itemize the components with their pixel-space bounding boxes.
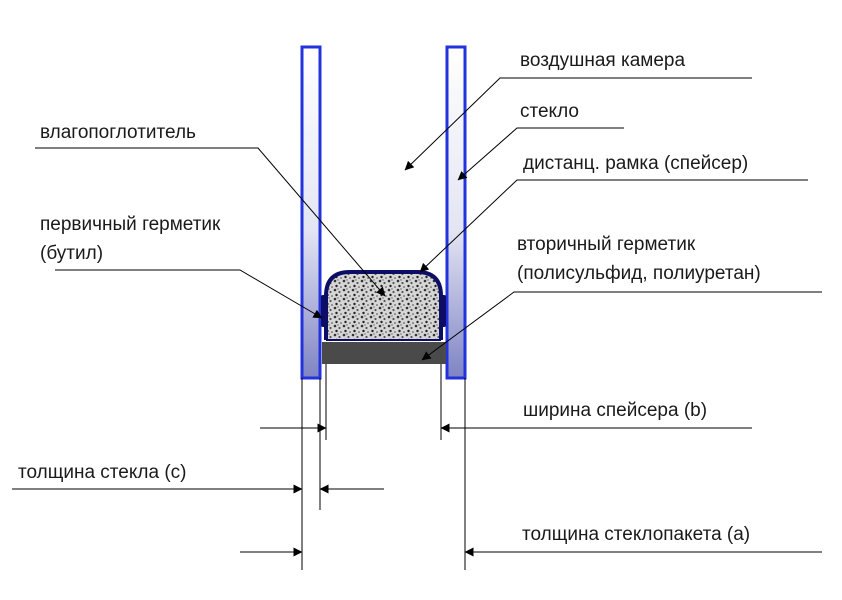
secondary-sealant: [322, 342, 446, 364]
leader-air-chamber: [404, 77, 752, 171]
glass-pane-left: [300, 45, 322, 380]
leader-secondary-sealant: [421, 291, 822, 361]
label-air-chamber: воздушная камера: [520, 50, 685, 71]
leader-spacer: [419, 179, 808, 273]
spacer-frame: [324, 270, 443, 340]
label-primary-sealant-line2: (бутил): [40, 243, 103, 264]
leader-primary-sealant: [55, 269, 323, 319]
leader-glass: [457, 127, 624, 181]
label-desiccant: влагопоглотитель: [40, 122, 196, 143]
label-glass-thickness: толщина стекла (c): [18, 462, 186, 483]
label-secondary-sealant-line2: (полисульфид, полиуретан): [517, 263, 761, 284]
leader-desiccant: [35, 147, 386, 297]
label-unit-thickness: толщина стеклопакета (a): [522, 524, 750, 545]
label-primary-sealant-line1: первичный герметик: [40, 214, 221, 235]
glass-pane-right: [445, 45, 467, 380]
label-spacer-width: ширина спейсера (b): [523, 400, 707, 421]
label-glass: стекло: [520, 101, 579, 122]
label-secondary-sealant-line1: вторичный герметик: [517, 234, 696, 255]
label-spacer-frame: дистанц. рамка (спейсер): [523, 153, 748, 174]
